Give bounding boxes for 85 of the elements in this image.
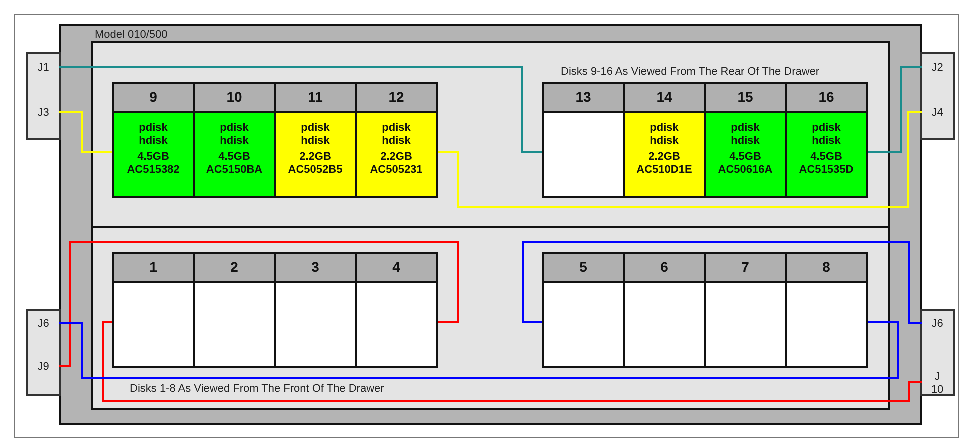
- disk-slot: [704, 82, 787, 198]
- slot-number: 10: [195, 84, 274, 113]
- pdisk-label: pdisk: [649, 122, 680, 135]
- connector-label: J2: [922, 60, 953, 76]
- disk-slot: [704, 252, 787, 368]
- cable: [102, 321, 922, 402]
- hdisk-label: hdisk: [381, 135, 412, 148]
- drawer-bay-panel: [91, 41, 890, 228]
- connector-housing: [26, 309, 61, 396]
- disk-slot: [623, 252, 706, 368]
- cable: [438, 111, 922, 208]
- slot-number: 9: [114, 84, 193, 113]
- connector-label: J 10: [922, 369, 953, 396]
- connector-housing: [920, 52, 955, 140]
- disk-slot: [785, 82, 868, 198]
- serial-number: AC5150BA: [205, 164, 264, 177]
- connector-housing: [920, 309, 955, 396]
- pdisk-label: pdisk: [300, 122, 331, 135]
- cable: [868, 66, 922, 153]
- disk-slot: [274, 252, 357, 368]
- connector-label: J9: [28, 359, 59, 375]
- bay-caption: Disks 1-8 As Viewed From The Front Of The Drawer: [130, 383, 384, 396]
- slot-number: 13: [544, 84, 623, 113]
- cable: [59, 66, 542, 153]
- hdisk-label: hdisk: [138, 135, 169, 148]
- slot-number: 14: [625, 84, 704, 113]
- pdisk-label: pdisk: [730, 122, 761, 135]
- serial-number: AC5052B5: [287, 164, 344, 177]
- disk-capacity: 4.5GB: [218, 151, 252, 164]
- cable: [522, 241, 922, 324]
- drawer-bay-panel: [91, 226, 890, 410]
- disk-slot: [193, 82, 276, 198]
- slot-number: 15: [706, 84, 785, 113]
- connector-housing: [26, 52, 61, 140]
- slot-number: 12: [357, 84, 436, 113]
- slot-number: 3: [276, 254, 355, 283]
- slot-number: 5: [544, 254, 623, 283]
- disk-slot: [542, 252, 625, 368]
- serial-number: AC510D1E: [636, 164, 694, 177]
- disk-slot: [785, 252, 868, 368]
- disk-slot: [193, 252, 276, 368]
- serial-number: AC50616A: [717, 164, 774, 177]
- hdisk-label: hdisk: [730, 135, 761, 148]
- hdisk-label: hdisk: [219, 135, 250, 148]
- disk-capacity: 4.5GB: [810, 151, 844, 164]
- disk-slot: [623, 82, 706, 198]
- disk-capacity: 2.2GB: [380, 151, 414, 164]
- slot-number: 4: [357, 254, 436, 283]
- slot-number: 1: [114, 254, 193, 283]
- model-label: Model 010/500: [95, 29, 168, 42]
- serial-number: AC515382: [126, 164, 181, 177]
- disk-capacity: 4.5GB: [136, 151, 170, 164]
- disk-slot: [355, 252, 438, 368]
- bay-caption: Disks 9-16 As Viewed From The Rear Of The Drawer: [561, 66, 820, 79]
- pdisk-label: pdisk: [138, 122, 169, 135]
- disk-slot: [112, 252, 195, 368]
- pdisk-label: pdisk: [219, 122, 250, 135]
- disk-slot: [542, 82, 625, 198]
- connector-label: J6: [922, 316, 953, 332]
- slot-number: 8: [787, 254, 866, 283]
- hdisk-label: hdisk: [649, 135, 680, 148]
- disk-slot: [274, 82, 357, 198]
- serial-number: AC51535D: [798, 164, 855, 177]
- hdisk-label: hdisk: [811, 135, 842, 148]
- connector-label: J1: [28, 60, 59, 76]
- connector-label: J4: [922, 105, 953, 121]
- connector-label: J3: [28, 105, 59, 121]
- connector-label: J6: [28, 316, 59, 332]
- slot-number: 7: [706, 254, 785, 283]
- disk-slot: [112, 82, 195, 198]
- pdisk-label: pdisk: [381, 122, 412, 135]
- slot-number: 6: [625, 254, 704, 283]
- cable: [59, 321, 899, 379]
- slot-number: 2: [195, 254, 274, 283]
- disk-slot: [355, 82, 438, 198]
- cable: [59, 111, 112, 153]
- pdisk-label: pdisk: [811, 122, 842, 135]
- slot-number: 16: [787, 84, 866, 113]
- hdisk-label: hdisk: [300, 135, 331, 148]
- disk-capacity: 2.2GB: [298, 151, 332, 164]
- cable: [59, 241, 459, 367]
- disk-capacity: 4.5GB: [728, 151, 762, 164]
- slot-number: 11: [276, 84, 355, 113]
- disk-capacity: 2.2GB: [648, 151, 682, 164]
- serial-number: AC505231: [369, 164, 424, 177]
